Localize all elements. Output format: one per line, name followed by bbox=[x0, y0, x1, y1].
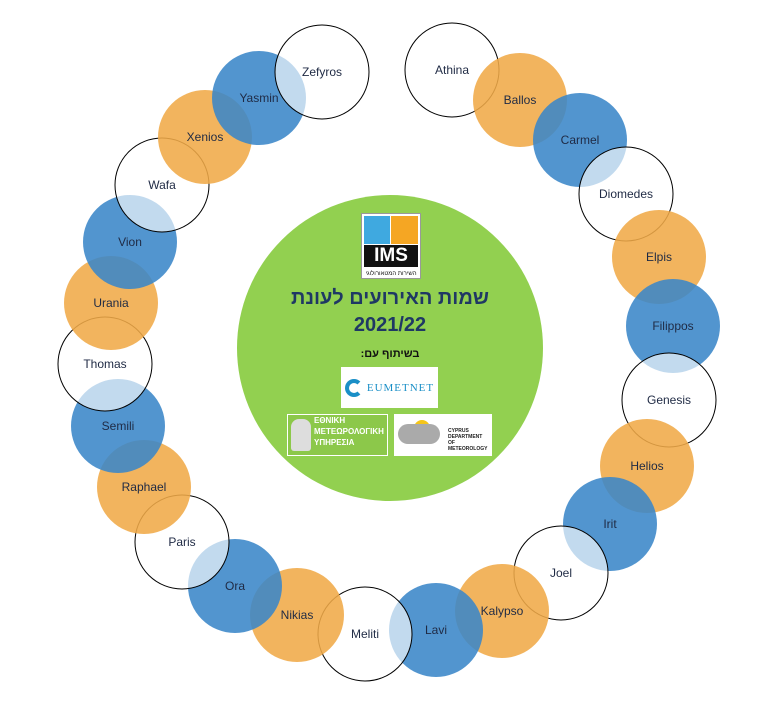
bubble-label: Elpis bbox=[646, 250, 672, 264]
bubble-label: Diomedes bbox=[599, 187, 653, 201]
bubble-label: Thomas bbox=[83, 357, 126, 371]
bubble-label: Irit bbox=[603, 517, 617, 531]
ims-logo-text: IMS bbox=[364, 245, 418, 267]
bubble-label: Vion bbox=[118, 235, 142, 249]
bubble-label: Ballos bbox=[504, 93, 537, 107]
bubble-label: Genesis bbox=[647, 393, 691, 407]
hnms-logo: ΕΘΝΙΚΗ ΜΕΤΕΩΡΟΛΟΓΙΚΗ ΥΠΗΡΕΣΙΑ bbox=[287, 414, 388, 456]
bubble-circle bbox=[274, 24, 370, 120]
sun-icon bbox=[391, 216, 418, 244]
bubble-label: Urania bbox=[93, 296, 129, 310]
bubble-label: Nikias bbox=[281, 608, 314, 622]
hnms-line2: ΜΕΤΕΩΡΟΛΟΓΙΚΗ bbox=[314, 427, 384, 436]
bubble-circle bbox=[389, 583, 483, 677]
bubble-label: Helios bbox=[630, 459, 663, 473]
title-line2: 2021/22 bbox=[353, 314, 427, 336]
bubble-label: Meliti bbox=[351, 627, 379, 641]
ims-logo-subtitle: השירות המטאורולוגי bbox=[365, 271, 417, 277]
name-bubble-zefyros bbox=[274, 24, 370, 120]
bubble-label: Joel bbox=[550, 566, 572, 580]
hnms-line1: ΕΘΝΙΚΗ bbox=[314, 416, 346, 425]
bubble-label: Raphael bbox=[122, 480, 167, 494]
bubble-label: Lavi bbox=[425, 623, 447, 637]
name-bubble-filippos bbox=[626, 279, 720, 373]
bubble-label: Kalypso bbox=[481, 604, 524, 618]
bubble-label: Yasmin bbox=[239, 91, 278, 105]
name-bubble-lavi bbox=[389, 583, 483, 677]
eumetnet-logo-text: EUMETNET bbox=[366, 381, 435, 394]
eumetnet-icon bbox=[344, 378, 363, 397]
bust-icon bbox=[291, 419, 311, 451]
cloud-icon bbox=[364, 216, 390, 244]
cyprus-meteo-logo: CYPRUS DEPARTMENT OF METEOROLOGY bbox=[394, 414, 492, 456]
bubble-label: Wafa bbox=[148, 178, 176, 192]
cloud-icon bbox=[398, 424, 440, 444]
hnms-line3: ΥΠΗΡΕΣΙΑ bbox=[314, 438, 355, 447]
bubble-label: Semili bbox=[102, 419, 135, 433]
eumetnet-logo: EUMETNET bbox=[341, 367, 438, 408]
bubble-label: Xenios bbox=[187, 130, 224, 144]
ims-logo: IMS השירות המטאורולוגי bbox=[361, 213, 421, 279]
bubble-label: Carmel bbox=[561, 133, 600, 147]
center-circle: IMS השירות המטאורולוגי שמות האירועים לעו… bbox=[237, 195, 543, 501]
cyprus-logo-text: CYPRUS DEPARTMENT OF METEOROLOGY bbox=[448, 428, 488, 452]
bubble-label: Paris bbox=[168, 535, 195, 549]
title-line1: שמות האירועים לעונת bbox=[291, 287, 489, 309]
cooperation-label: בשיתוף עם: bbox=[360, 348, 420, 360]
bubble-label: Ora bbox=[225, 579, 245, 593]
bubble-label: Filippos bbox=[652, 319, 693, 333]
bubble-label: Zefyros bbox=[302, 65, 342, 79]
bubble-circle bbox=[626, 279, 720, 373]
bubble-label: Athina bbox=[435, 63, 469, 77]
